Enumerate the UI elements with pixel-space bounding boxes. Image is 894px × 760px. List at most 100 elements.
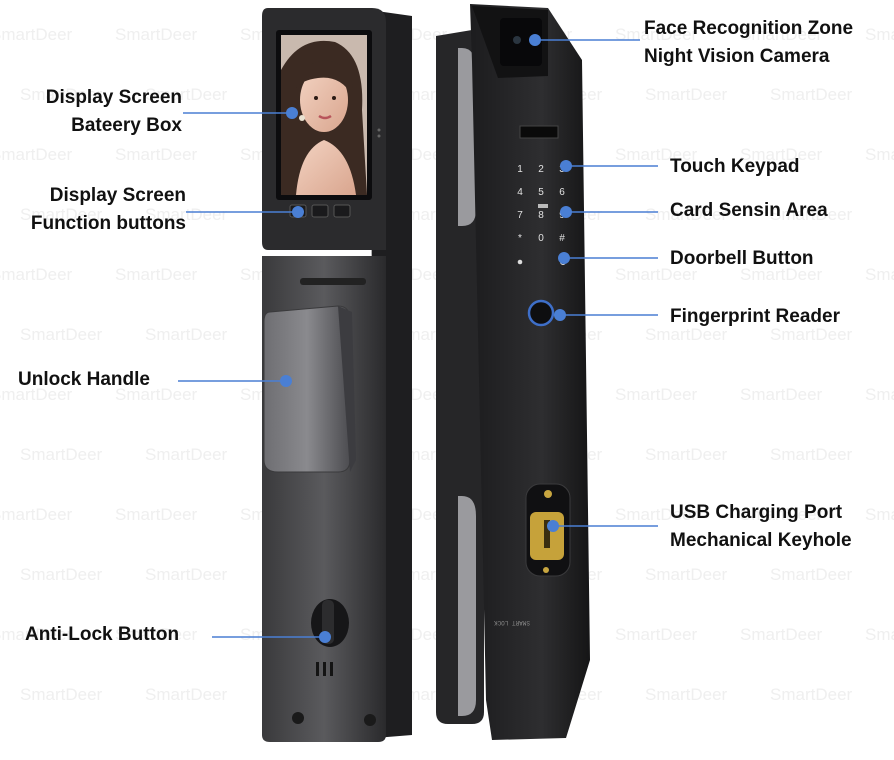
callout-line: Function buttons [30,213,186,234]
keypad-key[interactable]: 0 [538,233,544,244]
keypad-key[interactable]: # [559,233,565,244]
watermark-text: SmartDeer [0,25,73,44]
watermark-text: SmartDeer [145,85,228,104]
callout-line: Face Recognition Zone [644,18,854,39]
watermark-text: SmartDeer [645,325,728,344]
camera-lens-icon [513,36,521,44]
keypad-key[interactable]: 4 [517,187,523,198]
watermark-text: SmartDeer [615,505,698,524]
keypad-key[interactable]: * [518,233,522,244]
callout-display-buttons: Display Screen Function buttons [0,182,186,238]
watermark-text: SmartDeer [770,85,853,104]
callout-card-sensing: Card Sensin Area [670,197,828,225]
callout-line: Night Vision Camera [644,46,830,67]
callout-display-battery: Display Screen Bateery Box [12,84,182,140]
watermark-text: SmartDeer [20,445,103,464]
watermark-text: SmartDeer [20,685,103,704]
callout-line: Bateery Box [71,115,182,136]
watermark-text: SmartDeer [865,505,894,524]
watermark-text: SmartDeer [645,205,728,224]
watermark-text: SmartDeer [145,325,228,344]
watermark-text: SmartDeer [615,265,698,284]
watermark-text: SmartDeer [865,145,894,164]
keypad-key[interactable]: 6 [559,187,565,198]
callout-line: Unlock Handle [18,369,150,390]
callout-unlock-handle: Unlock Handle [18,366,150,394]
watermark-text: SmartDeer [145,565,228,584]
callout-line: Fingerprint Reader [670,306,840,327]
watermark-text: SmartDeer [20,565,103,584]
watermark-text: SmartDeer [865,625,894,644]
watermark-text: SmartDeer [0,265,73,284]
watermark-text: SmartDeer [145,445,228,464]
callout-line: Anti-Lock Button [25,624,180,645]
watermark-text: SmartDeer [20,325,103,344]
watermark-text: SmartDeer [0,145,73,164]
watermark-text: SmartDeer [740,385,823,404]
watermark-text: SmartDeer [20,205,103,224]
watermark-text: SmartDeer [645,685,728,704]
callout-line: Touch Keypad [670,156,800,177]
callout-fingerprint: Fingerprint Reader [670,303,840,331]
callout-face-camera: Face Recognition Zone Night Vision Camer… [644,15,853,71]
callout-line: USB Charging Port [670,502,843,523]
fingerprint-reader[interactable] [527,299,555,327]
front-lock-body [262,8,412,742]
callout-line: Display Screen [49,185,186,206]
keypad-key[interactable]: 8 [538,210,544,221]
watermark-text: SmartDeer [115,25,198,44]
watermark-text: SmartDeer [770,325,853,344]
watermark-text: SmartDeer [740,25,823,44]
keypad-key[interactable]: 7 [517,210,523,221]
unlock-handle[interactable] [263,305,351,473]
watermark-text: SmartDeer [770,445,853,464]
callout-anti-lock: Anti-Lock Button [25,621,179,649]
watermark-text: SmartDeer [615,385,698,404]
watermark-text: SmartDeer [740,145,823,164]
watermark-text: SmartDeer [115,145,198,164]
callout-line: Card Sensin Area [670,200,828,221]
callout-line: Mechanical Keyhole [670,530,852,551]
keypad-key[interactable]: 5 [538,187,544,198]
card-sensing-icon [538,204,548,208]
watermark-text: SmartDeer [770,685,853,704]
watermark-text: SmartDeer [615,25,698,44]
callout-doorbell: Doorbell Button [670,245,814,273]
watermark-text: SmartDeer [0,505,73,524]
watermark-text: SmartDeer [0,385,73,404]
callout-usb-keyhole: USB Charging Port Mechanical Keyhole [670,499,852,555]
callout-line: Doorbell Button [670,248,814,269]
watermark-text: SmartDeer [770,205,853,224]
keypad-key[interactable]: 1 [517,164,523,175]
watermark-text: SmartDeer [20,85,103,104]
watermark-text: SmartDeer [145,685,228,704]
watermark-text: SmartDeer [770,565,853,584]
function-button-3[interactable] [333,204,351,218]
watermark-text: SmartDeer [865,265,894,284]
leader-lines [178,39,658,638]
watermark-text: SmartDeer [145,205,228,224]
watermark-text: SmartDeer [740,505,823,524]
watermark-text: SmartDeer [645,565,728,584]
watermark-text: SmartDeer [740,625,823,644]
callout-dots [280,34,572,643]
watermark-text: SmartDeer [740,265,823,284]
watermark-text: SmartDeer [115,265,198,284]
watermark-text: SmartDeer [645,85,728,104]
side-lock-body: 123456789*0# SMART LOCK [436,4,590,740]
lock-brand-text: SMART LOCK [494,619,530,626]
keypad-key[interactable]: 2 [538,164,544,175]
callout-line: Display Screen [45,87,182,108]
callout-touch-keypad: Touch Keypad [670,153,800,181]
watermark-text: SmartDeer [115,385,198,404]
watermark-text: SmartDeer [645,445,728,464]
watermark-text: SmartDeer [865,385,894,404]
watermark-text: SmartDeer [115,505,198,524]
watermark-text: SmartDeer [615,625,698,644]
function-button-2[interactable] [311,204,329,218]
watermark-text: SmartDeer [115,625,198,644]
watermark-text: SmartDeer [865,25,894,44]
watermark-text: SmartDeer [615,145,698,164]
